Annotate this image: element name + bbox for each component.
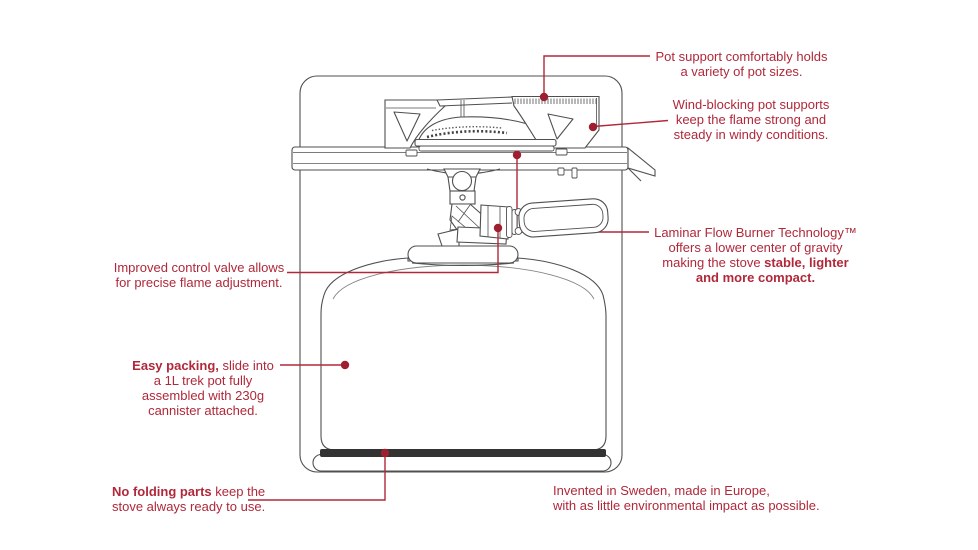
callout-text-line: Improved control valve allows xyxy=(113,260,285,275)
callout-text-line: Easy packing, slide into xyxy=(132,358,274,373)
canister-bottom-band xyxy=(320,449,606,457)
callout-text-line: for precise flame adjustment. xyxy=(115,275,283,290)
callout-text-line: assembled with 230g xyxy=(141,388,265,403)
callout-line-control-valve xyxy=(287,228,499,274)
callout-text-line: with as little environmental impact as p… xyxy=(553,498,820,513)
canister-neck-dome xyxy=(407,245,519,264)
burner-ports xyxy=(426,129,508,139)
plate-corner-flap xyxy=(627,146,656,177)
callout-text-line: steady in windy conditions. xyxy=(673,127,829,142)
callout-text-line: Wind-blocking pot supports xyxy=(672,97,830,112)
callout-wind-blocking: Wind-blocking pot supports keep the flam… xyxy=(662,97,840,142)
burner-plate xyxy=(414,138,557,147)
callout-text-line: Invented in Sweden, made in Europe, xyxy=(553,483,770,498)
callout-line-pot-support xyxy=(543,55,650,97)
control-valve xyxy=(437,198,609,247)
callout-lines xyxy=(248,55,669,501)
callout-dot-laminar xyxy=(512,150,522,160)
callout-text-line: a variety of pot sizes. xyxy=(680,64,803,79)
callout-text-line: making the stove stable, lighter xyxy=(662,255,849,270)
callout-no-folding: No folding parts keep the stove always r… xyxy=(112,484,287,514)
callout-dot-control-valve xyxy=(493,223,503,233)
serrated-pot-grip xyxy=(514,98,597,104)
callout-text-line: a 1L trek pot fully xyxy=(153,373,253,388)
callout-line-no-folding xyxy=(248,453,386,501)
burner-stem xyxy=(426,168,501,205)
callout-dot-easy-packing xyxy=(340,360,350,370)
callout-line-wind xyxy=(592,119,669,128)
callout-dot-wind xyxy=(588,122,598,132)
valve-body xyxy=(479,204,510,240)
callout-text-line: cannister attached. xyxy=(148,403,258,418)
callout-text-line: keep the flame strong and xyxy=(675,112,827,127)
callout-laminar: Laminar Flow Burner Technology™ offers a… xyxy=(648,225,863,285)
callout-dot-pot-support xyxy=(539,92,549,102)
callout-origin: Invented in Sweden, made in Europe, with… xyxy=(553,483,853,513)
callout-control-valve: Improved control valve allows for precis… xyxy=(106,260,292,290)
callout-pot-support: Pot support comfortably holds a variety … xyxy=(650,49,833,79)
callout-dots xyxy=(340,92,598,458)
callout-easy-packing: Easy packing, slide into a 1L trek pot f… xyxy=(120,358,286,418)
stem-window xyxy=(451,170,473,192)
pot-support-right xyxy=(511,95,600,149)
callout-text-line: stove always ready to use. xyxy=(112,499,266,514)
valve-wire-handle xyxy=(518,198,609,238)
callout-text-line: offers a lower center of gravity xyxy=(668,240,843,255)
callout-text-line: and more compact. xyxy=(695,270,816,285)
callout-dot-no-folding xyxy=(380,448,390,458)
callout-text-line: Pot support comfortably holds xyxy=(655,49,828,64)
callout-text-line: Laminar Flow Burner Technology™ xyxy=(654,225,857,240)
callout-text-line: No folding parts keep the xyxy=(112,484,266,499)
pot-support-assembly xyxy=(384,95,600,152)
gas-canister xyxy=(312,245,612,472)
pot-outline xyxy=(299,75,623,473)
